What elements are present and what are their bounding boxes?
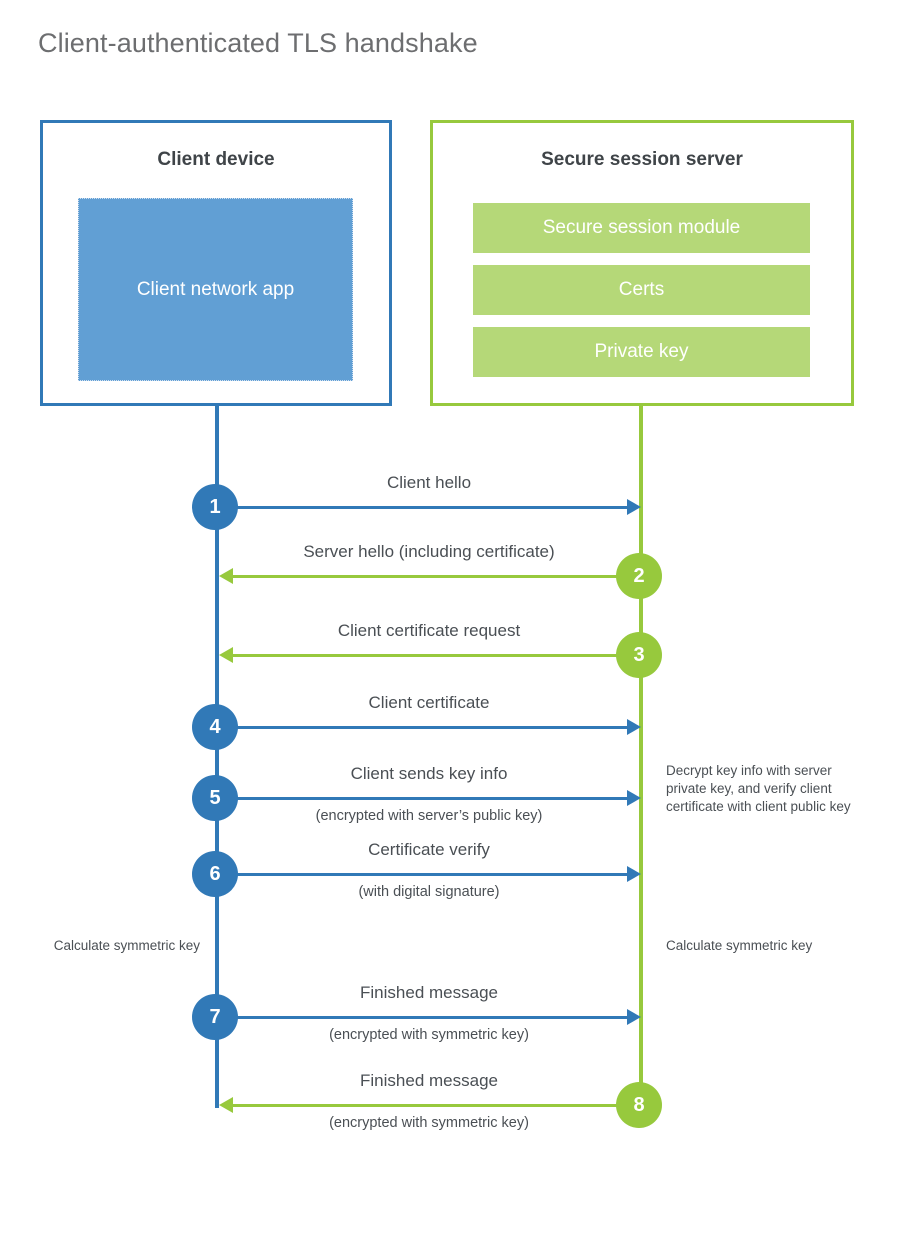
client-lifeline <box>215 406 219 1108</box>
client-network-app-block: Client network app <box>78 198 353 381</box>
step-circle-2[interactable]: 2 <box>616 553 662 599</box>
step-circle-6[interactable]: 6 <box>192 851 238 897</box>
client-device-title: Client device <box>157 149 275 170</box>
arrow-head-right-1 <box>627 499 641 515</box>
step-circle-4[interactable]: 4 <box>192 704 238 750</box>
step-circle-5[interactable]: 5 <box>192 775 238 821</box>
secure-session-server-box: Secure session server Secure session mod… <box>430 120 854 406</box>
message-label-3: Client certificate request <box>337 621 521 640</box>
arrow-head-right-4 <box>627 719 641 735</box>
server-component-secure-session-module: Secure session module <box>473 203 810 253</box>
note-server-calculate-symmetric-key: Calculate symmetric key <box>666 938 813 953</box>
step-circle-1[interactable]: 1 <box>192 484 238 530</box>
message-label-7: Finished message <box>360 983 498 1002</box>
note-client-calculate-symmetric-key: Calculate symmetric key <box>53 938 200 953</box>
server-component-certs: Certs <box>473 265 810 315</box>
message-label-8: Finished message <box>360 1071 498 1090</box>
message-label-6: Certificate verify <box>368 840 490 859</box>
step-circle-8[interactable]: 8 <box>616 1082 662 1128</box>
arrow-head-right-6 <box>627 866 641 882</box>
arrow-head-right-5 <box>627 790 641 806</box>
arrow-head-right-7 <box>627 1009 641 1025</box>
server-component-private-key: Private key <box>473 327 810 377</box>
server-lifeline <box>639 406 643 1106</box>
client-device-box: Client device Client network app <box>40 120 392 406</box>
arrow-line-7 <box>217 1016 635 1019</box>
arrow-line-6 <box>217 873 635 876</box>
message-label-5: Client sends key info <box>350 764 508 783</box>
secure-session-server-title: Secure session server <box>541 149 743 170</box>
arrow-line-2 <box>223 575 641 578</box>
message-label-1: Client hello <box>386 473 472 492</box>
step-circle-7[interactable]: 7 <box>192 994 238 1040</box>
message-sublabel-6: (with digital signature) <box>358 884 500 900</box>
message-label-4: Client certificate <box>368 693 490 712</box>
page-title: Client-authenticated TLS handshake <box>38 28 478 58</box>
arrow-head-left-8 <box>219 1097 233 1113</box>
message-sublabel-7: (encrypted with symmetric key) <box>329 1027 529 1043</box>
arrow-line-1 <box>217 506 635 509</box>
message-sublabel-8: (encrypted with symmetric key) <box>329 1115 529 1131</box>
arrow-line-5 <box>217 797 635 800</box>
note-server-decrypt: Decrypt key info with server private key… <box>666 763 851 815</box>
arrow-line-4 <box>217 726 635 729</box>
arrow-line-3 <box>223 654 641 657</box>
message-sublabel-5: (encrypted with server’s public key) <box>315 808 543 824</box>
message-label-2: Server hello (including certificate) <box>303 542 555 561</box>
arrow-head-left-3 <box>219 647 233 663</box>
step-circle-3[interactable]: 3 <box>616 632 662 678</box>
arrow-line-8 <box>223 1104 641 1107</box>
arrow-head-left-2 <box>219 568 233 584</box>
